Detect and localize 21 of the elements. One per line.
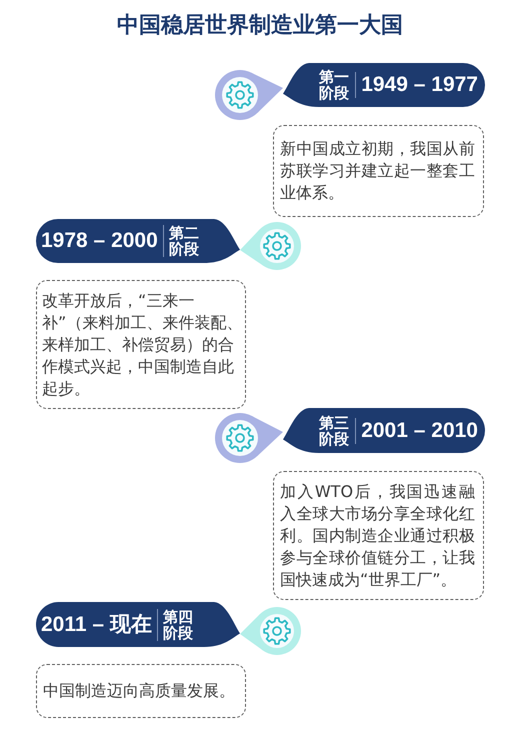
stage-banner <box>283 408 485 453</box>
year-range: 2011 – 现在 <box>41 612 152 638</box>
description-text: 加入WTO后，我国迅速融入全球大市场分享全球化红利。国内制造企业通过积极参与全球价值链分工，让我国快速成为“世界工厂”。 <box>280 480 475 590</box>
description-box <box>36 664 246 718</box>
stage-banner <box>36 602 240 647</box>
description-text: 新中国成立初期，我国从前苏联学习并建立起一整套工业体系。 <box>280 138 475 204</box>
stage-label: 第四阶段 <box>156 608 194 640</box>
stage-label: 第二阶段 <box>162 225 200 257</box>
title: 中国稳居世界制造业第一大国 <box>117 12 403 40</box>
stage-banner <box>283 63 485 107</box>
description-text: 中国制造迈向高质量发展。 <box>43 680 236 702</box>
description-box <box>273 125 484 217</box>
stage-banner <box>36 219 240 263</box>
description-box <box>36 280 246 409</box>
year-range: 2001 – 2010 <box>355 418 478 444</box>
year-range: 1978 – 2000 <box>41 228 158 254</box>
stage-label: 第三阶段 <box>319 414 350 446</box>
description-text: 改革开放后，“三来一补”（来料加工、来件装配、来样加工、补偿贸易）的合作模式兴起，中国制造自此起步。 <box>42 290 243 400</box>
description-box <box>273 471 484 600</box>
year-range: 1949 – 1977 <box>355 72 478 98</box>
stage-label: 第一阶段 <box>319 69 350 101</box>
